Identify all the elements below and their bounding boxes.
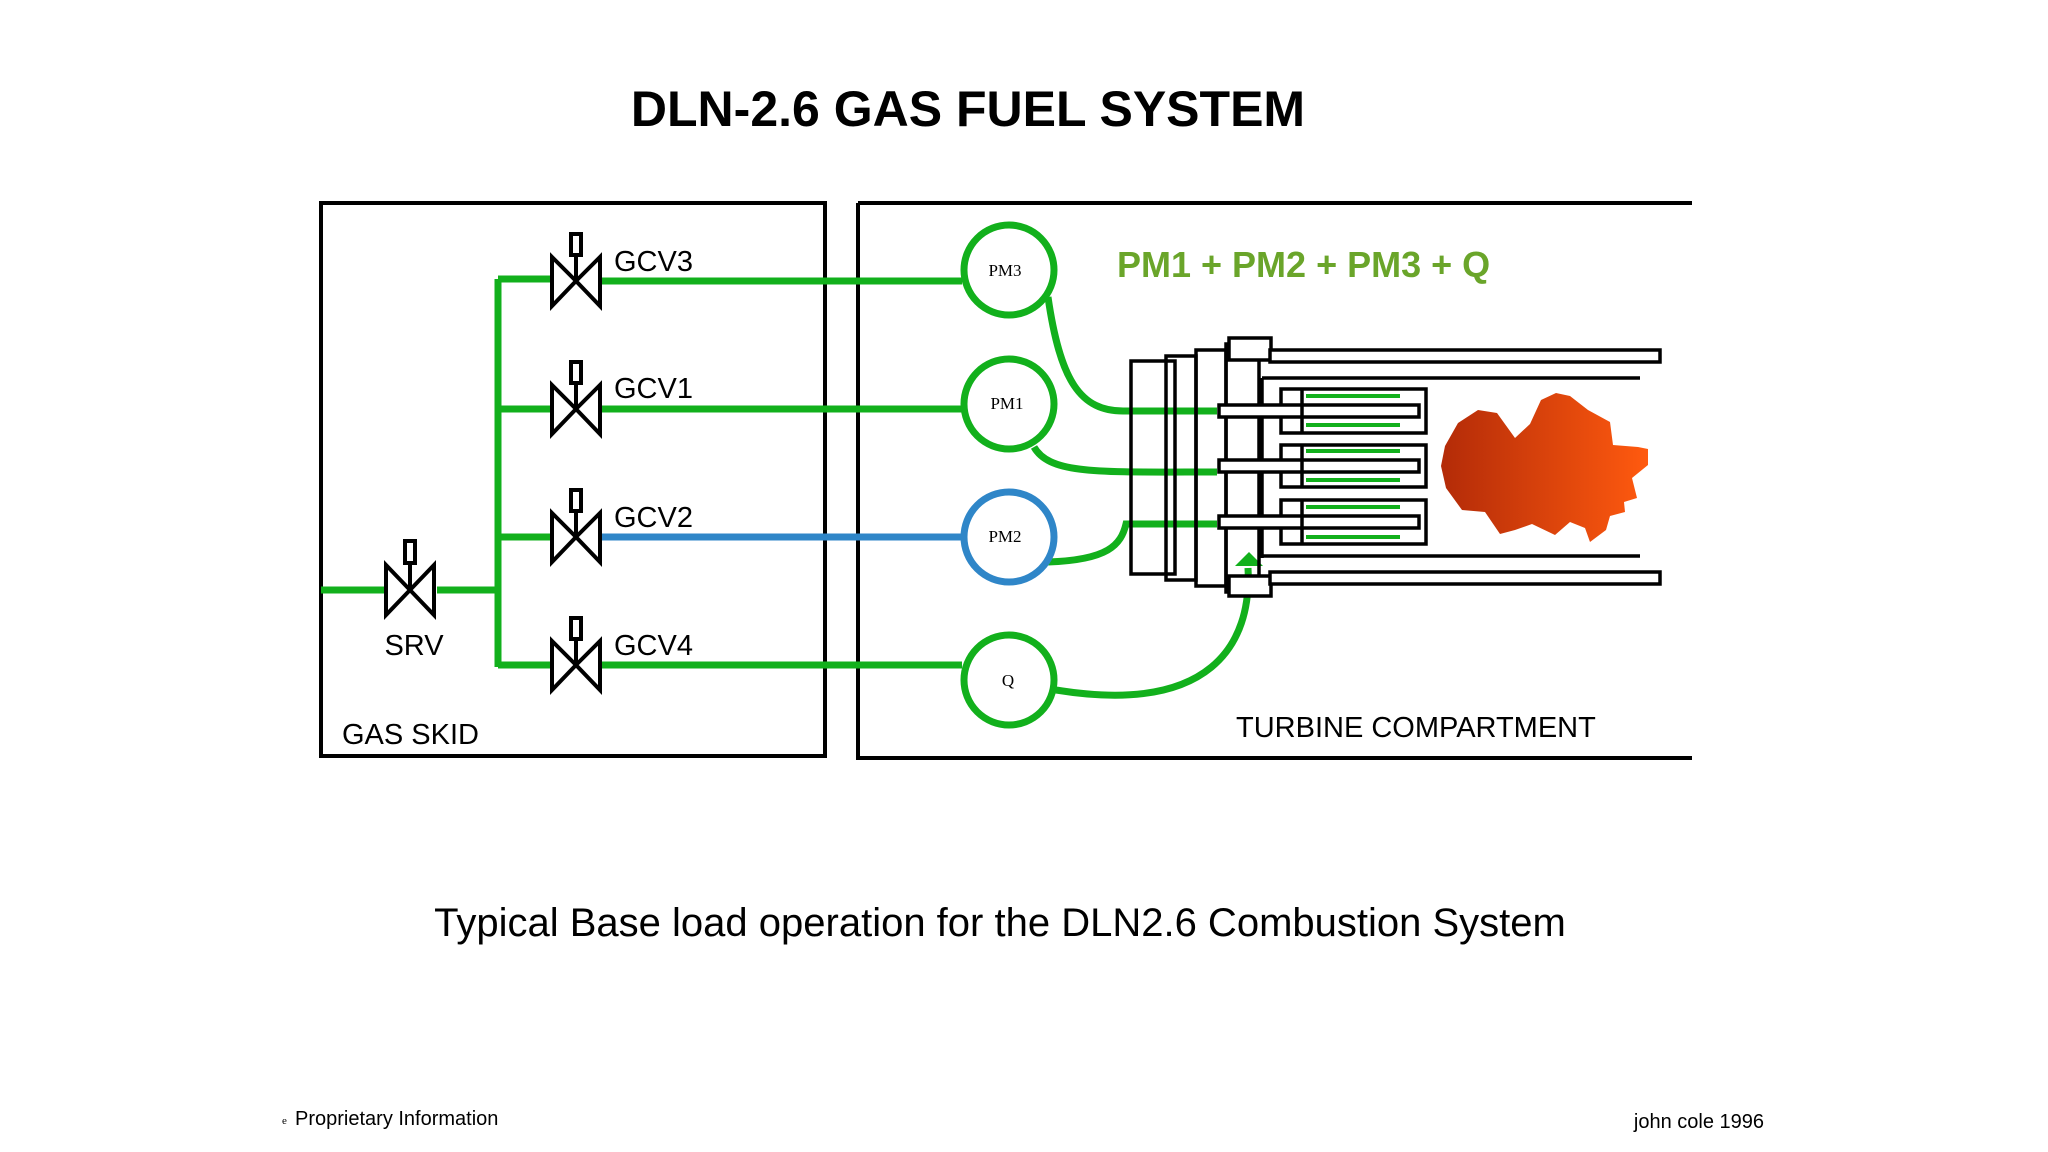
- fuel-nozzle-passages: [1306, 394, 1400, 539]
- footer-mark: e: [282, 1115, 287, 1127]
- footer-right: john cole 1996: [1633, 1111, 1764, 1133]
- gcv1-label: GCV1: [614, 373, 693, 405]
- page-title: DLN-2.6 GAS FUEL SYSTEM: [631, 81, 1305, 137]
- gcv4-valve-icon: [550, 616, 602, 695]
- gcv2-label: GCV2: [614, 502, 693, 534]
- srv-label: SRV: [384, 630, 444, 662]
- gas-skid-box: [319, 201, 827, 758]
- active-manifolds-formula: PM1 + PM2 + PM3 + Q: [1117, 244, 1490, 285]
- pm3-label: PM3: [988, 261, 1021, 280]
- q-label: Q: [1002, 671, 1014, 690]
- gcv1-valve-icon: [550, 360, 602, 439]
- gcv4-label: GCV4: [614, 630, 693, 662]
- caption: Typical Base load operation for the DLN2…: [434, 901, 1566, 945]
- pm1-label: PM1: [990, 394, 1023, 413]
- q-manifold: [960, 631, 1058, 729]
- pm2-manifold: [960, 488, 1058, 586]
- footer-left: Proprietary Information: [295, 1108, 498, 1130]
- pm2-label: PM2: [988, 527, 1021, 546]
- pm3-manifold: [960, 221, 1058, 319]
- gcv3-label: GCV3: [614, 246, 693, 278]
- srv-valve-icon: [384, 539, 436, 620]
- gcv3-valve-icon: [550, 232, 602, 311]
- pm1-manifold: [960, 355, 1058, 453]
- gcv2-valve-icon: [550, 488, 602, 567]
- flame-icon: [1441, 393, 1648, 542]
- turbine-compartment-label: TURBINE COMPARTMENT: [1236, 712, 1596, 744]
- gas-skid-label: GAS SKID: [342, 719, 479, 751]
- combustor-assembly: [1129, 336, 1662, 598]
- gas-fuel-lines: [321, 275, 1252, 699]
- q-injection-arrow-icon: [1235, 552, 1263, 566]
